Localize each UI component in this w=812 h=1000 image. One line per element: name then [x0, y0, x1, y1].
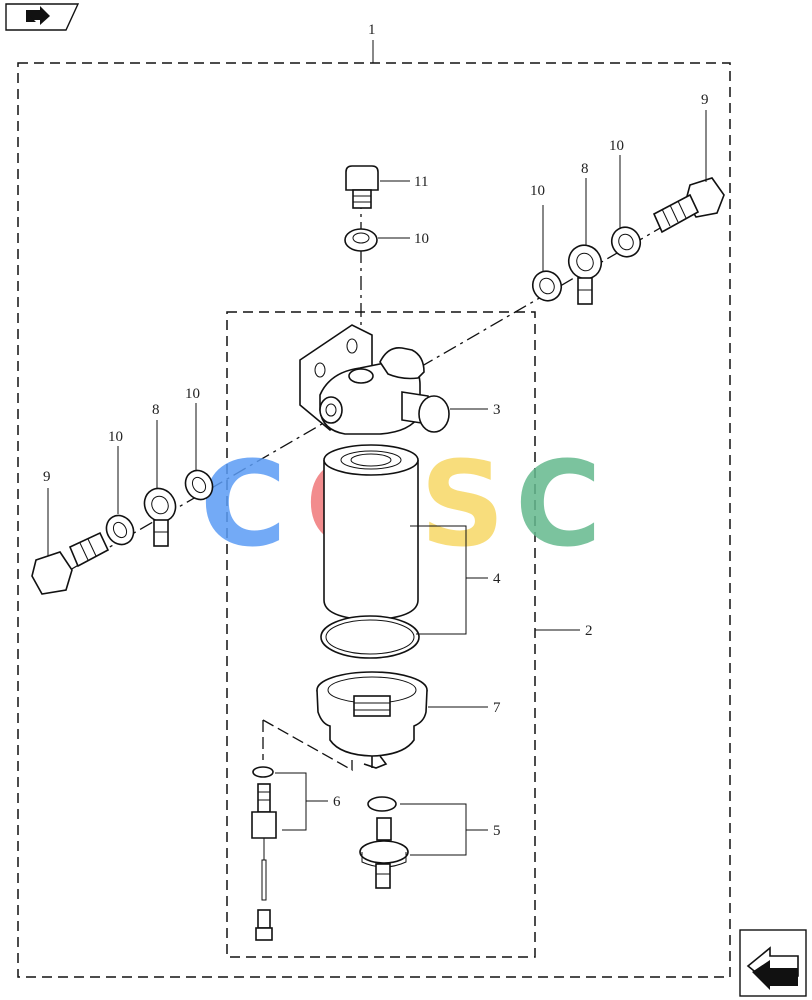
- callout-8-right: 8: [581, 161, 589, 177]
- banjo-fitting-left: [143, 487, 177, 547]
- forward-arrow-icon[interactable]: [739, 929, 807, 997]
- callout-3: 3: [493, 402, 501, 418]
- callout-10-top: 10: [414, 231, 429, 247]
- washer-right-lower: [531, 270, 563, 302]
- callout-10-right-upper: 10: [609, 138, 624, 154]
- callout-1: 1: [368, 22, 376, 38]
- watermark-letter-1: C: [200, 435, 287, 573]
- plug-part: [345, 165, 379, 209]
- drain-valve-part: [359, 796, 409, 889]
- callout-10-left-upper: 10: [185, 386, 200, 402]
- washer-left-upper: [184, 469, 214, 501]
- callout-10-right-lower: 10: [530, 183, 545, 199]
- filter-head-part: [299, 324, 450, 435]
- watermark: C G S C: [200, 435, 602, 573]
- callout-7: 7: [493, 700, 501, 716]
- subassembly-boundary: [226, 311, 536, 958]
- washer-left-lower: [105, 514, 135, 546]
- callout-5: 5: [493, 823, 501, 839]
- callout-10-left-lower: 10: [108, 429, 123, 445]
- banjo-bolt-right: [652, 177, 725, 234]
- washer-part: [344, 228, 378, 252]
- callout-11: 11: [414, 174, 428, 190]
- filter-cartridge-part: [320, 444, 420, 659]
- back-arrow-icon[interactable]: [5, 3, 80, 31]
- watermark-letter-4: C: [515, 435, 602, 573]
- washer-right-upper: [610, 226, 642, 258]
- assembly-boundary: [17, 62, 731, 978]
- callout-9-left: 9: [43, 469, 51, 485]
- water-separator-bowl-part: [316, 671, 428, 769]
- banjo-bolt-left: [31, 531, 110, 595]
- banjo-fitting-right: [567, 244, 603, 305]
- callout-2: 2: [585, 623, 593, 639]
- callout-8-left: 8: [152, 402, 160, 418]
- watermark-letter-3: S: [420, 435, 505, 573]
- callout-4: 4: [493, 571, 501, 587]
- water-sensor-part: [251, 766, 277, 941]
- callout-6: 6: [333, 794, 341, 810]
- callout-9-right: 9: [701, 92, 709, 108]
